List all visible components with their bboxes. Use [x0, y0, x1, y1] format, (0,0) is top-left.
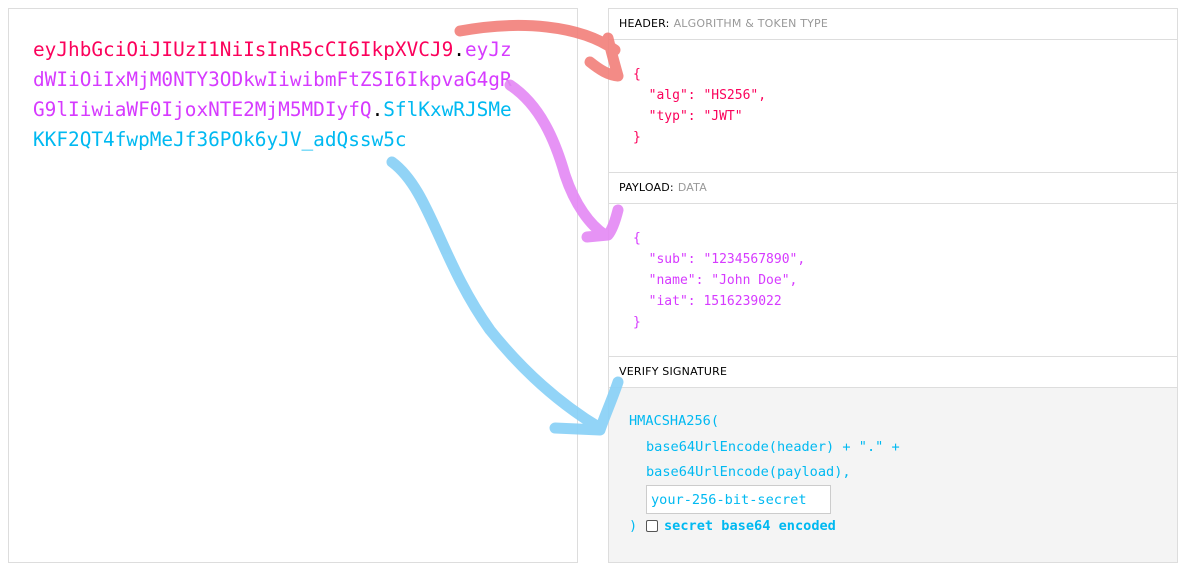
token-header-part: eyJhbGciOiJIUzI1NiIsInR5cCI6IkpXVCJ9 — [33, 38, 454, 61]
encoded-token[interactable]: eyJhbGciOiJIUzI1NiIsInR5cCI6IkpXVCJ9.eyJ… — [33, 35, 513, 155]
header-json-editor[interactable]: { "alg": "HS256", "typ": "JWT" } — [633, 67, 767, 145]
payload-title: PAYLOAD: — [619, 181, 674, 194]
verify-section-title: VERIFY SIGNATURE — [609, 356, 1177, 388]
token-separator: . — [453, 38, 465, 61]
hmac-close: ) — [629, 518, 638, 534]
token-payload-part: eyJzdWIiOiIxMjM0NTY3ODkwIiwibmFtZSI6Ikpv… — [33, 38, 512, 121]
secret-input[interactable] — [646, 485, 831, 514]
decoded-panel: HEADER:ALGORITHM & TOKEN TYPE { "alg": "… — [608, 8, 1178, 563]
payload-subtitle: DATA — [677, 181, 707, 194]
encoded-token-panel[interactable]: eyJhbGciOiJIUzI1NiIsInR5cCI6IkpXVCJ9.eyJ… — [8, 8, 578, 563]
header-subtitle: ALGORITHM & TOKEN TYPE — [673, 17, 829, 30]
header-section-title: HEADER:ALGORITHM & TOKEN TYPE — [609, 9, 1177, 40]
header-title: HEADER: — [619, 17, 670, 30]
token-separator: . — [371, 98, 384, 121]
hmac-function: HMACSHA256( — [629, 413, 720, 429]
payload-json-editor[interactable]: { "sub": "1234567890", "name": "John Doe… — [633, 231, 806, 330]
hmac-header-arg: base64UrlEncode(header) + "." + — [646, 439, 900, 455]
base64-checkbox-label[interactable]: secret base64 encoded — [664, 518, 836, 534]
token-signature-part: SflKxwRJSMeKKF2QT4fwpMeJf36POk6yJV_adQss… — [33, 98, 512, 151]
base64-checkbox[interactable] — [646, 520, 658, 532]
verify-title: VERIFY SIGNATURE — [619, 365, 728, 378]
hmac-payload-arg: base64UrlEncode(payload), — [646, 464, 851, 480]
payload-section-title: PAYLOAD:DATA — [609, 172, 1177, 204]
verify-signature-area: HMACSHA256( base64UrlEncode(header) + ".… — [609, 388, 1177, 562]
